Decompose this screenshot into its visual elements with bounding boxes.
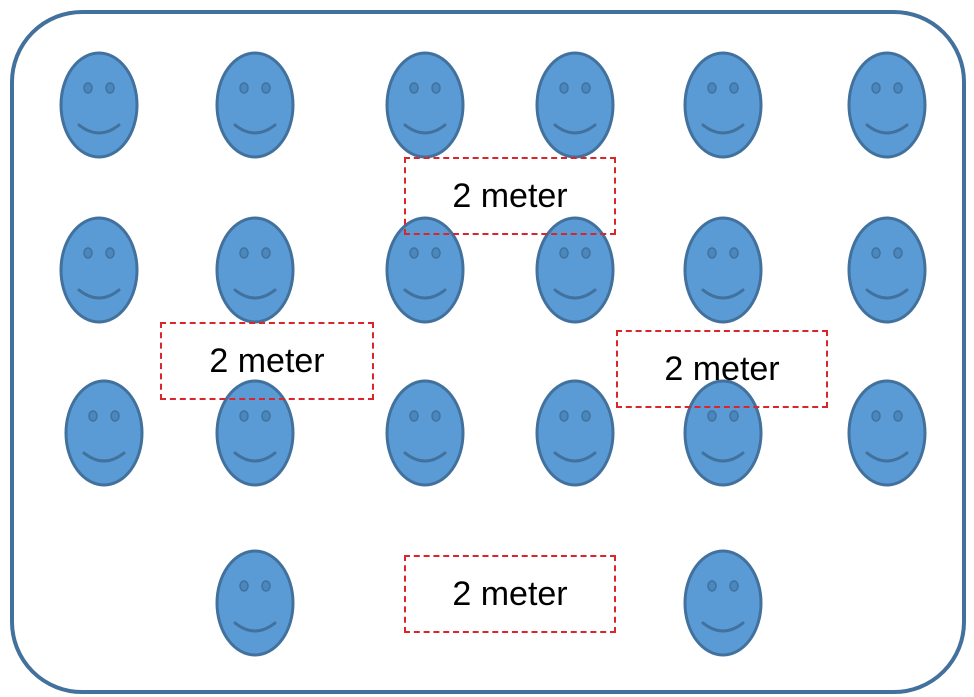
distance-label-top: 2 meter xyxy=(404,157,616,235)
room-frame xyxy=(10,10,966,694)
smiley-face-icon xyxy=(847,51,927,159)
smiley-face-icon xyxy=(847,216,927,324)
smiley-face-icon xyxy=(215,51,295,159)
smiley-face-icon xyxy=(59,51,139,159)
smiley-face-icon xyxy=(385,216,465,324)
distance-label-text: 2 meter xyxy=(209,341,325,380)
smiley-face-icon xyxy=(683,216,763,324)
smiley-face-icon xyxy=(535,216,615,324)
people-grid xyxy=(59,51,927,657)
smiley-face-icon xyxy=(59,216,139,324)
distance-label-bottom: 2 meter xyxy=(404,555,616,633)
distance-label-text: 2 meter xyxy=(452,574,568,613)
smiley-face-icon xyxy=(683,549,763,657)
smiley-face-icon xyxy=(535,51,615,159)
smiley-face-icon xyxy=(215,549,295,657)
smiley-face-icon xyxy=(535,379,615,487)
smiley-face-icon xyxy=(64,379,144,487)
smiley-face-icon xyxy=(385,379,465,487)
distance-label-text: 2 meter xyxy=(664,349,780,388)
smiley-face-icon xyxy=(215,379,295,487)
smiley-face-icon xyxy=(385,51,465,159)
smiley-face-icon xyxy=(683,51,763,159)
smiley-face-icon xyxy=(847,379,927,487)
distance-label-left: 2 meter xyxy=(160,322,374,400)
smiley-face-icon xyxy=(215,216,295,324)
distance-label-text: 2 meter xyxy=(452,176,568,215)
distance-label-right: 2 meter xyxy=(616,330,828,408)
